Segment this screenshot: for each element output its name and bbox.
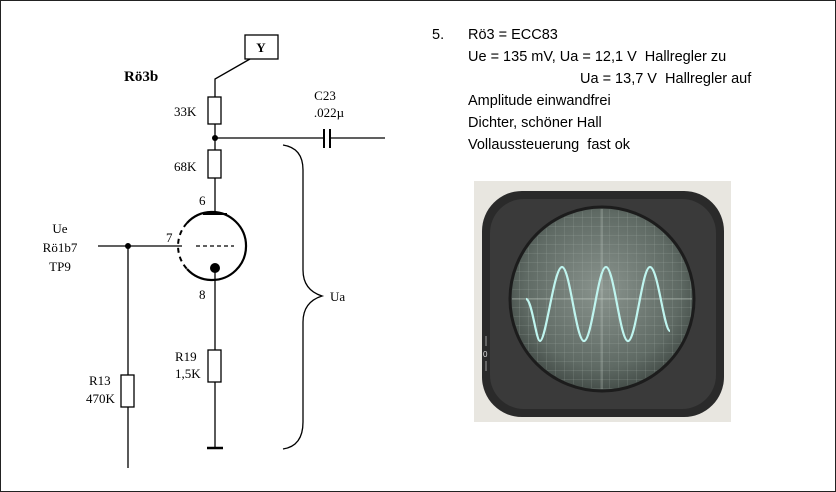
measurement-notes: 5. Rö3 = ECC83 Ue = 135 mV, Ua = 12,1 V H… — [430, 24, 830, 156]
resistor-r13 — [120, 374, 135, 408]
notes-number: 5. — [432, 27, 445, 43]
pin-anode-label: 6 — [199, 193, 206, 208]
notes-line-3: Ua = 13,7 V Hallregler auf — [580, 71, 752, 87]
junction-dot-input — [125, 243, 131, 249]
resistor-r19 — [207, 349, 222, 383]
wire-output — [214, 58, 251, 97]
output-y-box — [244, 34, 279, 60]
scope-bezel-label: 0 — [483, 350, 488, 359]
junction-dot-output — [212, 135, 218, 141]
r13-name-label: R13 — [89, 373, 111, 388]
oscilloscope-photo: 0 — [474, 181, 731, 422]
input-label-ro1b7: Rö1b7 — [43, 240, 78, 255]
scope-trace — [524, 265, 672, 343]
input-label-tp9: TP9 — [49, 259, 71, 274]
pin-grid-label: 7 — [166, 230, 173, 245]
output-y-label: Y — [256, 40, 266, 55]
notes-line-5: Dichter, schöner Hall — [468, 115, 602, 131]
r68k-label: 68K — [174, 159, 197, 174]
c23-value-label: .022µ — [314, 105, 345, 120]
r19-value-label: 1,5K — [175, 366, 201, 381]
notes-line-6: Vollaussteuerung fast ok — [468, 137, 631, 153]
r19-name-label: R19 — [175, 349, 197, 364]
tube-cathode-dot — [210, 263, 220, 273]
resistor-68k — [207, 149, 222, 179]
oscilloscope-image: 0 — [482, 191, 724, 417]
ua-brace — [282, 144, 325, 450]
r33k-label: 33K — [174, 104, 197, 119]
c23-name-label: C23 — [314, 88, 336, 103]
ua-label: Ua — [330, 289, 345, 304]
input-label-ue: Ue — [52, 221, 67, 236]
notes-line-4: Amplitude einwandfrei — [468, 93, 611, 109]
resistor-33k — [207, 96, 222, 125]
notes-line-2: Ue = 135 mV, Ua = 12,1 V Hallregler zu — [468, 49, 727, 65]
pin-cathode-label: 8 — [199, 287, 206, 302]
r13-value-label: 470K — [86, 391, 116, 406]
notes-line-1: Rö3 = ECC83 — [468, 27, 558, 43]
tube-label: Rö3b — [124, 69, 158, 85]
tube-envelope — [186, 210, 248, 282]
